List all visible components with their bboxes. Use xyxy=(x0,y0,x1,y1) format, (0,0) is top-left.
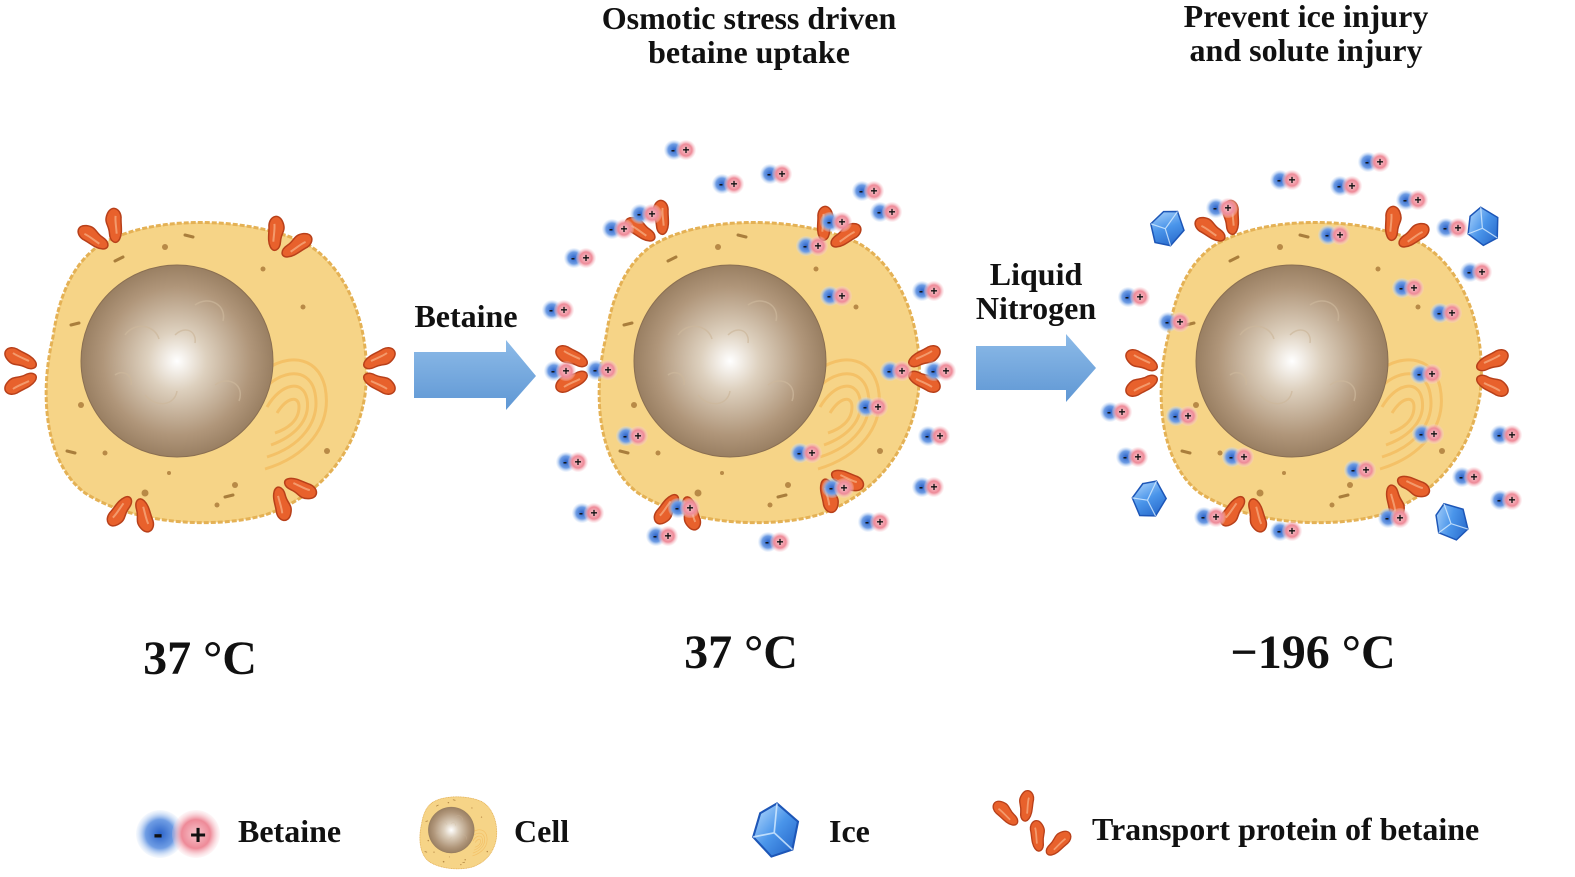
arrow-liquid-nitrogen-label-line-2: Nitrogen xyxy=(975,289,1097,326)
arrow-betaine-label: Betaine xyxy=(396,298,536,334)
panel-3-heading-line-2: and solute injury xyxy=(1189,31,1423,68)
legend-cell-icon xyxy=(419,796,498,870)
legend-minus-sign: - xyxy=(153,818,162,849)
panel-2-heading-line-2: betaine uptake xyxy=(648,33,850,70)
arrow-liquid-nitrogen-label-line-1: Liquid xyxy=(989,256,1083,292)
panel-3-heading-line-1: Prevent ice injury xyxy=(1183,0,1429,34)
legend-ice-label: Ice xyxy=(829,813,870,849)
legend-cell-label: Cell xyxy=(514,813,570,849)
legend-plus-sign: + xyxy=(190,819,206,850)
legend-betaine-label: Betaine xyxy=(238,813,342,849)
panel-3-temperature: −196 °C xyxy=(1230,626,1396,679)
cell-panel-3 xyxy=(1124,197,1510,534)
panel-3-heading: Prevent ice injury and solute injury xyxy=(1106,0,1506,67)
arrow-betaine-label-line-1: Betaine xyxy=(414,298,518,334)
cell-panel-1 xyxy=(3,205,397,534)
panel-1-temperature: 37 °C xyxy=(143,632,257,685)
legend-transport-protein-icon xyxy=(990,788,1074,861)
panel-2-heading: Osmotic stress driven betaine uptake xyxy=(549,0,949,70)
legend-ice-crystal-icon xyxy=(752,802,800,858)
arrow-liquid-nitrogen xyxy=(976,334,1096,402)
arrow-betaine xyxy=(414,340,536,410)
arrow-liquid-nitrogen-label: Liquid Nitrogen xyxy=(956,256,1116,326)
legend-betaine-molecule-icon: - + xyxy=(136,810,220,858)
legend-transport-protein-label: Transport protein of betaine xyxy=(1092,811,1480,847)
panel-2-temperature: 37 °C xyxy=(684,626,798,679)
panel-2-heading-line-1: Osmotic stress driven xyxy=(601,0,897,36)
